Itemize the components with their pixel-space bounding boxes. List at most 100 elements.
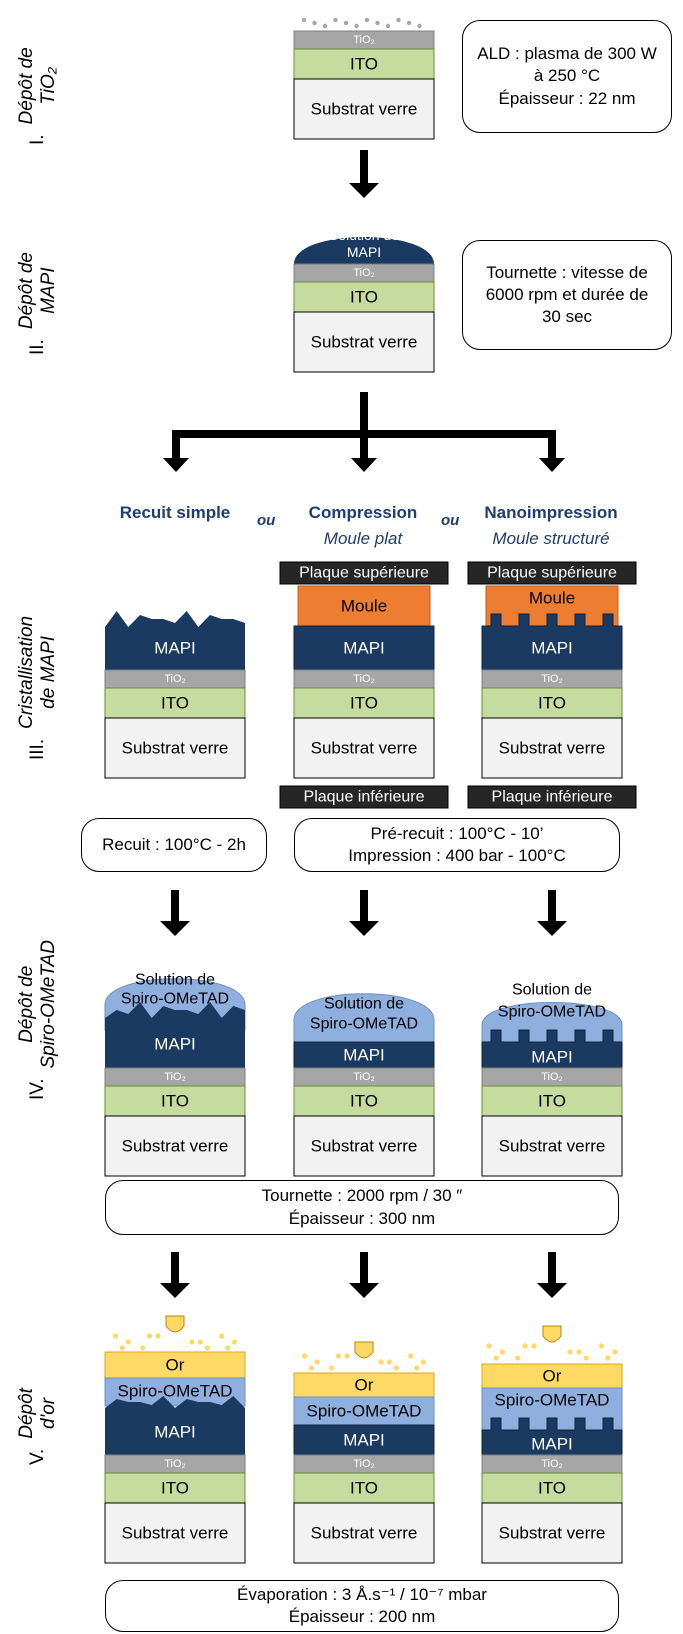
step5-col1-crucible (165, 1315, 185, 1333)
step3-col2-top-plate-label: Plaque supérieure (299, 565, 429, 582)
step4-col2-ito-layer (293, 1085, 435, 1117)
tio2-particle-0 (301, 17, 307, 23)
step5-col1-spiro-layer (104, 1377, 246, 1407)
step4-col2-solution-line2: Spiro-OMeTAD (310, 1016, 418, 1033)
step5-col2-substrate-label: Substrat verre (311, 1524, 418, 1543)
step5-col2-gold-layer (293, 1372, 435, 1398)
step5-col2-spiro-label: Spiro-OMeTAD (307, 1402, 422, 1421)
annealing-conditions-box: Recuit : 100°C - 2h (81, 818, 267, 872)
step1-ito-label: ITO (350, 55, 378, 74)
step4-col2-solution-line1: Solution de (324, 996, 404, 1013)
step5-col1-gold-drop-8 (119, 1345, 125, 1351)
step4-col1-solution-line1: Solution de (135, 972, 215, 989)
step5-col1-ito-label: ITO (161, 1479, 189, 1498)
step4-col3-solution-line2: Spiro-OMeTAD (498, 1004, 606, 1021)
step5-col1-gold-drop-11 (225, 1345, 231, 1351)
spin-coating-mapi-box: Tournette : vitesse de 6000 rpm et durée… (462, 240, 672, 350)
step3-col3-mapi-label: MAPI (531, 639, 573, 658)
step5-col2-mapi-label: MAPI (343, 1431, 385, 1450)
step-5-number: V. (26, 1448, 48, 1465)
step-1-title-line2: TiO₂ (37, 67, 59, 105)
step-2-number: II. (26, 339, 48, 355)
branch-arrows (163, 392, 565, 472)
step5-col2-gold-drop-4 (378, 1359, 384, 1365)
step3-col2-substrate-layer (293, 717, 435, 779)
step5-col1-ito-layer (104, 1472, 246, 1504)
step5-col3-gold-label: Or (543, 1367, 562, 1386)
step5-col3-gold-drop-6 (598, 1343, 605, 1349)
step4-col1-solution-line2: Spiro-OMeTAD (121, 991, 229, 1008)
step3-col2-ito-label: ITO (350, 694, 378, 713)
tio2-particle-11 (417, 23, 422, 29)
tio2-particle-4 (343, 20, 349, 26)
branch-nano-title: Nanoimpression (484, 503, 618, 522)
step5-col3-mapi-label: MAPI (531, 1435, 573, 1454)
step5-col2-ito-layer (293, 1472, 435, 1504)
imprint-conditions-box: Pré-recuit : 100°C - 10’ Impression : 40… (294, 818, 620, 872)
step5-col1-gold-drop-2 (140, 1345, 146, 1351)
step5-col2-substrate-layer (293, 1502, 435, 1564)
step4-col3-spiro-solution (481, 1002, 623, 1043)
step4-col2-mapi-label: MAPI (343, 1046, 385, 1065)
step5-col1-gold-layer (104, 1351, 246, 1379)
step4-col2-substrate-layer (293, 1115, 435, 1177)
tio2-particle-2 (322, 23, 328, 29)
step5-col3-gold-drop-5 (583, 1355, 589, 1361)
step5-col1-substrate-label: Substrat verre (122, 1524, 229, 1543)
step-4-number: IV. (26, 1078, 48, 1101)
step5-col3-ito-label: ITO (538, 1479, 566, 1498)
step5-col3-gold-drop-7 (612, 1349, 618, 1355)
step5-col1-gold-drop-9 (146, 1333, 153, 1339)
step5-col2-gold-drop-8 (308, 1365, 314, 1371)
step5-col2-mapi-layer (293, 1424, 435, 1456)
step5-col2-gold-drop-0 (301, 1353, 308, 1359)
step5-col3-mapi-layer (481, 1417, 623, 1456)
step4-col2-ito-label: ITO (350, 1092, 378, 1111)
step3-col2-ito-layer (293, 687, 435, 719)
step5-col2-gold-drop-11 (414, 1365, 420, 1371)
step4-col1-substrate-layer (104, 1115, 246, 1177)
step3-col1-ito-layer (104, 687, 246, 719)
step4-col3-tio2-label: TiO₂ (541, 1071, 563, 1083)
step3-col3-ito-layer (481, 687, 623, 719)
step3-col3-substrate-layer (481, 717, 623, 779)
step3-col2-tio2-label: TiO₂ (353, 673, 375, 685)
branch-nano-heading: Nanoimpression Moule structuré (470, 500, 632, 551)
step4-col2-spiro-solution (293, 993, 435, 1043)
step3-col3-substrate-label: Substrat verre (499, 739, 606, 758)
step4-col2-mapi-layer (293, 1041, 435, 1069)
arrow-step3-to-step4-col2 (349, 890, 379, 936)
step5-col1-gold-drop-0 (112, 1333, 119, 1339)
step5-col2-spiro-layer (293, 1396, 435, 1426)
step4-col1-mapi-label: MAPI (154, 1035, 196, 1054)
step2-ito-label: ITO (350, 288, 378, 307)
step5-col1-substrate-layer (104, 1502, 246, 1564)
or-label-1: ou (257, 512, 276, 529)
branch-compression-subtitle: Moule plat (323, 528, 403, 548)
step5-col1-gold-label: Or (166, 1356, 185, 1375)
tio2-particle-5 (354, 23, 359, 29)
branch-simple-title: Recuit simple (119, 503, 231, 522)
step3-col3-top-plate (467, 561, 637, 585)
step5-col1-gold-drop-5 (204, 1345, 210, 1351)
step5-col2-gold-drop-6 (408, 1353, 414, 1359)
step5-col2-gold-label: Or (355, 1376, 374, 1395)
step1-substrate-label: Substrat verre (311, 100, 418, 119)
step-4-title-line1: Dépôt de (16, 965, 37, 1043)
step5-col2-gold-drop-1 (314, 1359, 320, 1365)
step-5-title-line2: d'or (37, 1397, 59, 1429)
step5-col1-gold-drop-10 (197, 1339, 204, 1345)
step5-col2-gold-drop-9 (335, 1353, 342, 1359)
step3-col3-bottom-plate-label: Plaque inférieure (492, 789, 613, 806)
tio2-particle-8 (385, 23, 391, 29)
step3-col3-mapi-layer (481, 613, 623, 671)
tio2-particle-7 (375, 20, 380, 26)
step4-col2-tio2-label: TiO₂ (353, 1071, 375, 1083)
mapi-solution-label-line2: MAPI (347, 244, 381, 260)
step3-col2-bottom-plate-label: Plaque inférieure (304, 789, 425, 806)
step5-col2-gold-drop-5 (393, 1365, 399, 1371)
step3-col3-bottom-plate (467, 785, 637, 809)
